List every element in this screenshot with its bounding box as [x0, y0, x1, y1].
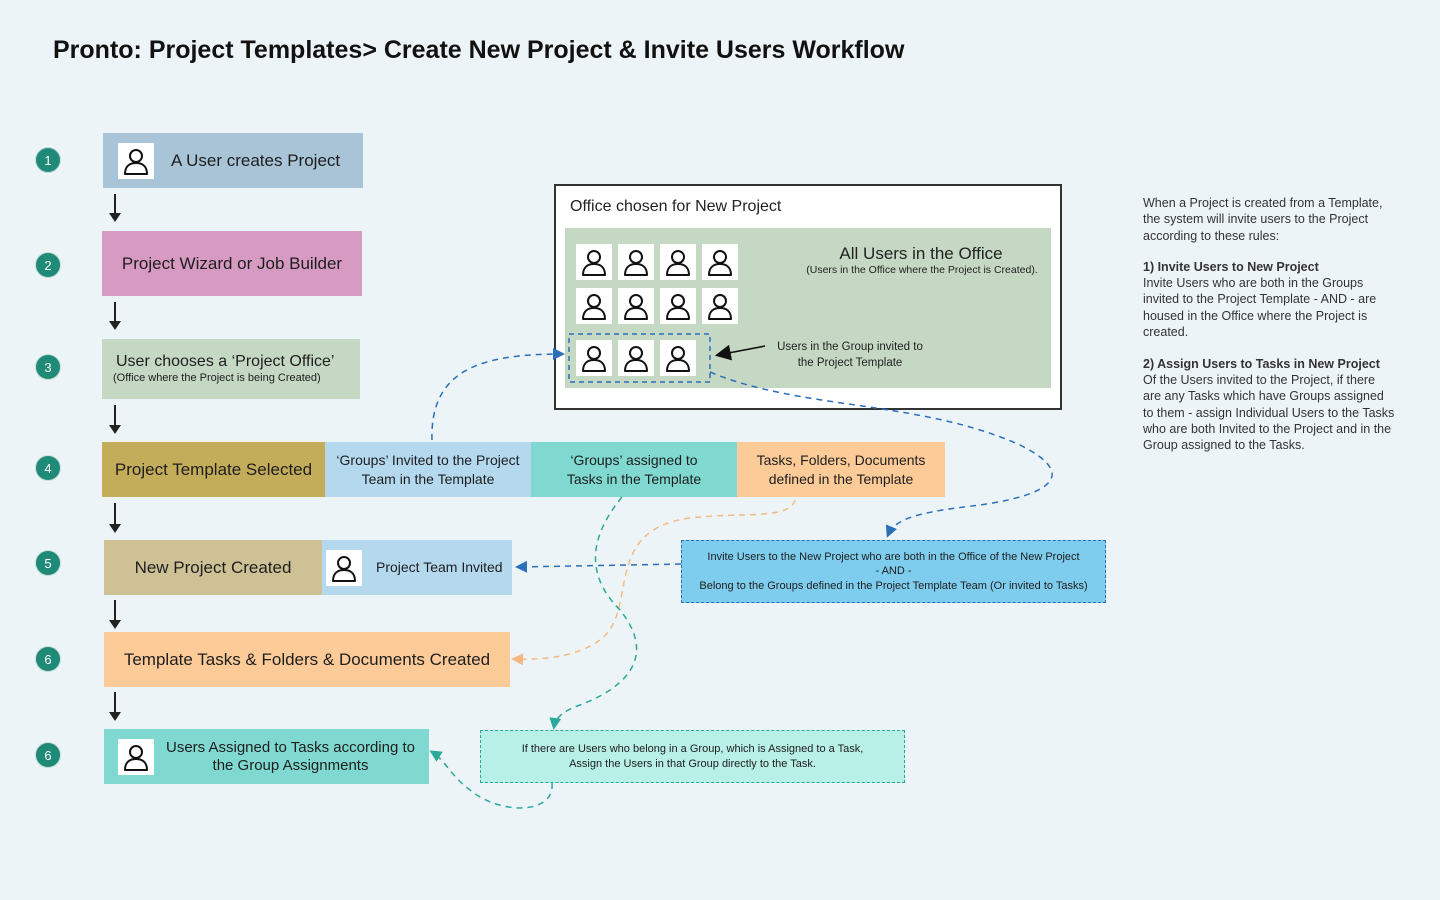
step-3-label: User chooses a ‘Project Office’: [116, 352, 335, 370]
assign-line-1: If there are Users who belong in a Group…: [521, 743, 864, 756]
arrow-down-icon: [109, 302, 121, 330]
group-pointer-arrow: [714, 344, 766, 361]
step-2-box: Project Wizard or Job Builder: [102, 231, 362, 296]
step-2-label: Project Wizard or Job Builder: [121, 253, 343, 273]
office-user-icon: [618, 288, 654, 324]
step-6a-label: Template Tasks & Folders & Documents Cre…: [123, 649, 491, 669]
step-6b-box: Users Assigned to Tasks according to the…: [104, 729, 429, 784]
invite-line-3: Belong to the Groups defined in the Proj…: [699, 579, 1088, 592]
arrow-down-icon: [109, 600, 121, 629]
step-3-sub: (Office where the Project is being Creat…: [113, 372, 321, 385]
group-outline: [568, 333, 711, 383]
step-5-label: New Project Created: [134, 557, 292, 577]
step-badge-6a: 6: [35, 646, 61, 672]
group-invited-label: Users in the Group invited to the Projec…: [777, 341, 923, 369]
team-invited-box: Project Team Invited: [322, 540, 512, 595]
step-badge-6b: 6: [35, 742, 61, 768]
office-to-invite-connector: [709, 371, 1053, 538]
invite-rule-box: Invite Users to the New Project who are …: [681, 540, 1106, 603]
page-title: Pronto: Project Templates> Create New Pr…: [53, 36, 905, 64]
user-icon: [326, 549, 362, 586]
sidebar-intro: When a Project is created from a Templat…: [1143, 196, 1383, 243]
step-1-box: A User creates Project: [103, 133, 363, 188]
groups-to-office-connector: [431, 348, 565, 441]
step-badge-5: 5: [35, 550, 61, 576]
user-icon: [118, 142, 154, 179]
groups-assigned-label: ‘Groups’ assigned to Tasks in the Templa…: [566, 452, 702, 487]
tasks-to-created-connector: [511, 499, 796, 666]
all-users-sub: (Users in the Office where the Project i…: [806, 264, 1038, 276]
rule-2-text: Of the Users invited to the Project, if …: [1143, 373, 1395, 452]
groups-invited-box: ‘Groups’ Invited to the Project Team in …: [325, 442, 531, 497]
office-user-icon: [576, 340, 612, 376]
tasks-defined-label: Tasks, Folders, Documents defined in the…: [756, 452, 926, 487]
arrow-down-icon: [109, 692, 121, 721]
assign-rule-box: If there are Users who belong in a Group…: [480, 730, 905, 783]
office-user-icon: [576, 244, 612, 280]
step-5-box: New Project Created: [104, 540, 322, 595]
office-user-icon: [702, 288, 738, 324]
step-badge-1: 1: [35, 147, 61, 173]
invite-to-team-connector: [515, 560, 682, 573]
arrow-down-icon: [109, 405, 121, 434]
office-user-icon: [576, 288, 612, 324]
invite-line-1: Invite Users to the New Project who are …: [707, 551, 1080, 564]
step-6a-box: Template Tasks & Folders & Documents Cre…: [104, 632, 510, 687]
rule-1-title: 1) Invite Users to New Project: [1143, 260, 1319, 274]
office-user-icon: [660, 340, 696, 376]
step-badge-3: 3: [35, 354, 61, 380]
step-badge-4: 4: [35, 455, 61, 481]
office-title: Office chosen for New Project: [570, 198, 782, 215]
groups-assigned-box: ‘Groups’ assigned to Tasks in the Templa…: [531, 442, 737, 497]
tasks-defined-box: Tasks, Folders, Documents defined in the…: [737, 442, 945, 497]
arrow-down-icon: [109, 503, 121, 533]
step-badge-2: 2: [35, 252, 61, 278]
office-user-icon: [660, 288, 696, 324]
step-4-box: Project Template Selected: [102, 442, 325, 497]
step-1-label: A User creates Project: [171, 150, 341, 170]
team-invited-label: Project Team Invited: [376, 559, 503, 576]
step-3-box: User chooses a ‘Project Office’ (Office …: [102, 339, 360, 399]
arrow-down-icon: [109, 194, 121, 222]
office-user-icon: [702, 244, 738, 280]
invite-line-2: - AND -: [875, 565, 912, 578]
user-icon: [118, 738, 154, 775]
step-6b-label: Users Assigned to Tasks according to the…: [165, 739, 416, 774]
assign-to-users-connector: [429, 750, 553, 809]
assign-line-2: Assign the Users in that Group directly …: [569, 757, 816, 770]
office-user-icon: [618, 244, 654, 280]
groups-invited-label: ‘Groups’ Invited to the Project Team in …: [336, 452, 520, 487]
rule-1-text: Invite Users who are both in the Groups …: [1143, 276, 1377, 339]
rule-2-title: 2) Assign Users to Tasks in New Project: [1143, 357, 1380, 371]
office-user-icon: [660, 244, 696, 280]
all-users-label: All Users in the Office: [839, 244, 1003, 263]
step-4-label: Project Template Selected: [114, 459, 313, 479]
groups-to-assign-connector: [549, 496, 638, 730]
office-user-icon: [618, 340, 654, 376]
